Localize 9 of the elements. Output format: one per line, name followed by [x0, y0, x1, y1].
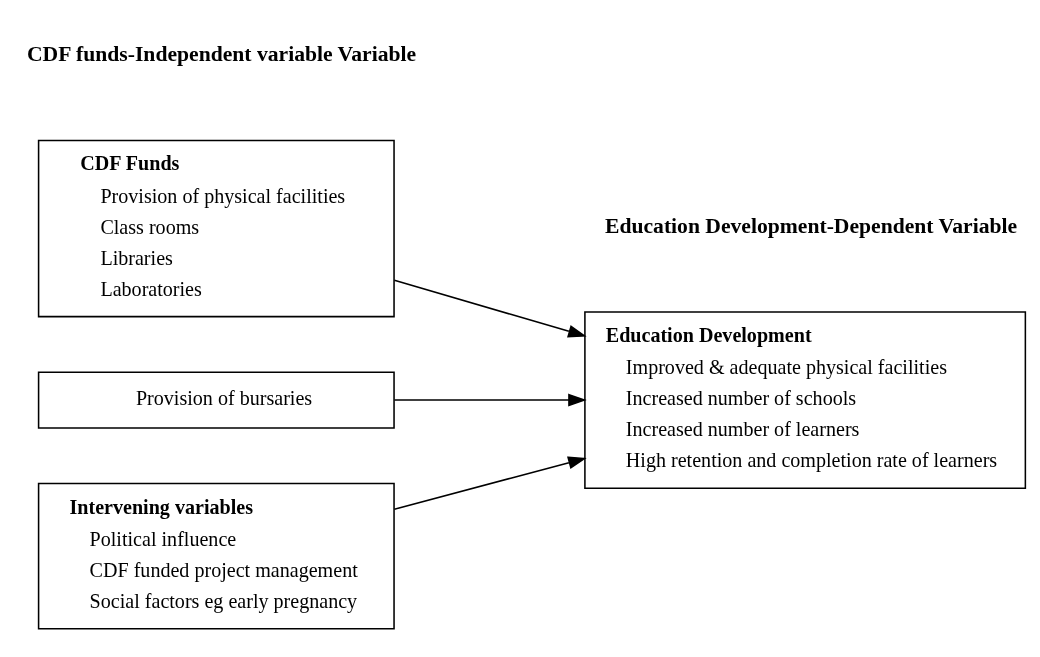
arrow	[393, 393, 587, 407]
label: Education Development-Dependent Variable	[605, 213, 1018, 238]
node-box: CDF Funds Provision of physical facilities Class rooms Libraries Laboratories	[37, 139, 395, 317]
label: CDF funds-Independent variable Variable	[27, 41, 417, 66]
node-box: Intervening variables Political influence CDF funded project management Social factors eg early pregnancy	[37, 482, 395, 630]
arrow	[393, 278, 587, 338]
node-box: Education Development Improved & adequate physical facilities Increased number of schools Increased number of learners High retention and completion rate of learners	[584, 310, 1027, 489]
arrow	[393, 455, 587, 510]
node-box: Provision of bursaries	[37, 371, 395, 429]
